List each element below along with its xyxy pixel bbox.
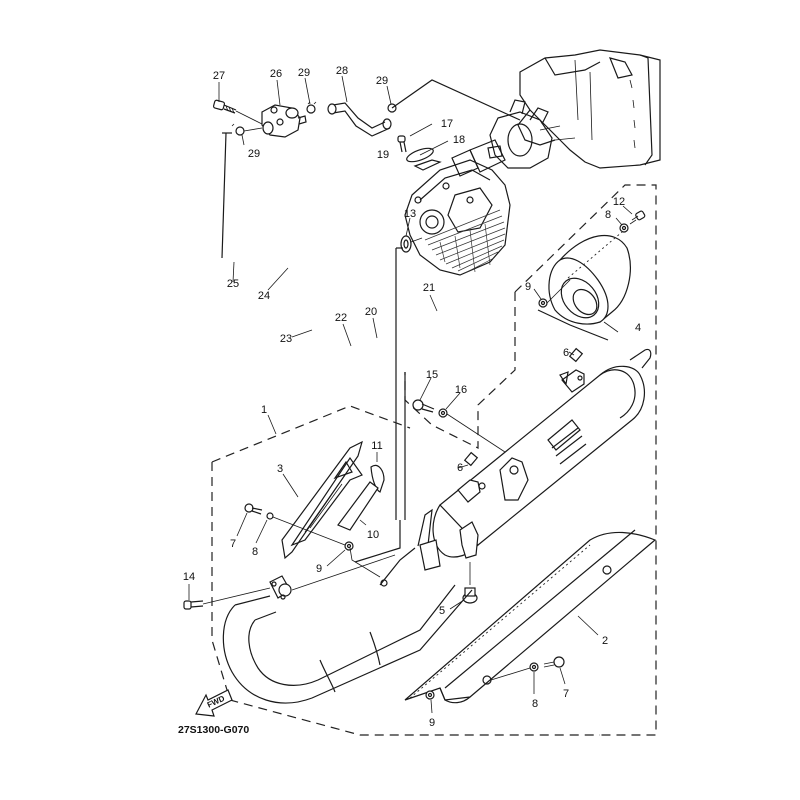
callout-28: 28: [336, 65, 348, 77]
callout-8c: 8: [532, 698, 538, 710]
gasket-13-illustration: [400, 235, 412, 253]
callout-6b: 6: [457, 462, 463, 474]
callout-6a: 6: [563, 347, 569, 359]
damper-5-illustration: [462, 587, 478, 604]
cylinder-head-illustration: [404, 159, 511, 276]
bolt-7b-illustration: [543, 656, 565, 668]
group-outline-main: [211, 405, 411, 463]
callout-3: 3: [277, 463, 283, 475]
callout-13: 13: [404, 208, 416, 220]
forward-direction-arrow-icon: FWD: [195, 689, 233, 717]
airbox-illustration: [517, 49, 661, 169]
callout-19: 19: [377, 149, 389, 161]
clip-29b-illustration: [387, 103, 397, 113]
muffler-protector-2-illustration: [404, 529, 657, 704]
clip-29a-illustration: [306, 101, 317, 114]
exhaust-protector-3-illustration: [281, 440, 363, 560]
group-outline-upper: [404, 292, 516, 449]
callout-1: 1: [261, 404, 267, 416]
bolt-27-illustration: [212, 99, 237, 114]
callout-7a: 7: [230, 538, 236, 550]
leader-lines: [188, 75, 633, 714]
washer-8c-illustration: [529, 662, 539, 672]
muffler-body-illustration: [432, 348, 652, 559]
bolt-12-illustration: [629, 210, 646, 225]
bolt-19-illustration: [397, 135, 407, 153]
callout-27: 27: [213, 70, 225, 82]
callout-20: 20: [365, 306, 377, 318]
nut-9b-illustration: [344, 541, 354, 551]
callout-5: 5: [439, 605, 445, 617]
reed-valve-18-illustration: [413, 159, 442, 171]
exhaust-pipe-illustration: [222, 508, 473, 704]
washer-8b-illustration: [266, 512, 274, 520]
callout-10: 10: [367, 529, 379, 541]
callout-7b: 7: [563, 688, 569, 700]
hose-28-illustration: [327, 102, 392, 137]
callout-29a: 29: [298, 67, 310, 79]
callout-11: 11: [371, 440, 382, 452]
callout-9c: 9: [429, 717, 435, 729]
muffler-end-cap-4-illustration: [548, 231, 631, 325]
callout-8a: 8: [605, 209, 611, 221]
damper-pad-11-illustration: [370, 464, 385, 493]
callout-16: 16: [455, 384, 467, 396]
callout-18: 18: [453, 134, 465, 146]
cooling-fins: [424, 209, 506, 274]
collar-6a-illustration: [568, 347, 584, 363]
callout-9a: 9: [525, 281, 531, 293]
air-induction-valve-26-illustration: [261, 104, 307, 138]
callout-4: 4: [635, 322, 641, 334]
throttle-body-illustration: [451, 99, 576, 177]
callout-14: 14: [183, 571, 195, 583]
bolt-14-illustration: [183, 600, 204, 610]
callout-26: 26: [270, 68, 282, 80]
washer-16-illustration: [438, 408, 448, 418]
clip-29c-illustration: [231, 123, 245, 136]
nut-9c-illustration: [425, 690, 435, 700]
drawing-code: 27S1300-G070: [178, 724, 249, 736]
washer-8a-illustration: [619, 223, 629, 233]
gasket-17-illustration: [406, 147, 434, 163]
callout-12: 12: [613, 196, 625, 208]
callout-22: 22: [335, 312, 347, 324]
collar-6b-illustration: [463, 451, 479, 467]
callout-29c: 29: [248, 148, 260, 160]
callout-8b: 8: [252, 546, 258, 558]
group-outline-endcap: [514, 184, 657, 736]
nut-9a-illustration: [538, 298, 548, 308]
callout-17: 17: [441, 118, 453, 130]
callout-25: 25: [227, 278, 239, 290]
callout-24: 24: [258, 290, 270, 302]
bolt-15-illustration: [412, 399, 435, 413]
callout-2: 2: [602, 635, 608, 647]
callout-29b: 29: [376, 75, 388, 87]
callout-21: 21: [423, 282, 435, 294]
callout-labels: 27 26 29 28 29 29 17 18 19 13 12 8 9 4 2…: [183, 65, 641, 729]
bolt-7a-illustration: [244, 503, 263, 515]
protector-pad-10-illustration: [337, 481, 379, 531]
callout-9b: 9: [316, 563, 322, 575]
callout-23: 23: [280, 333, 292, 345]
callout-15: 15: [426, 369, 438, 381]
